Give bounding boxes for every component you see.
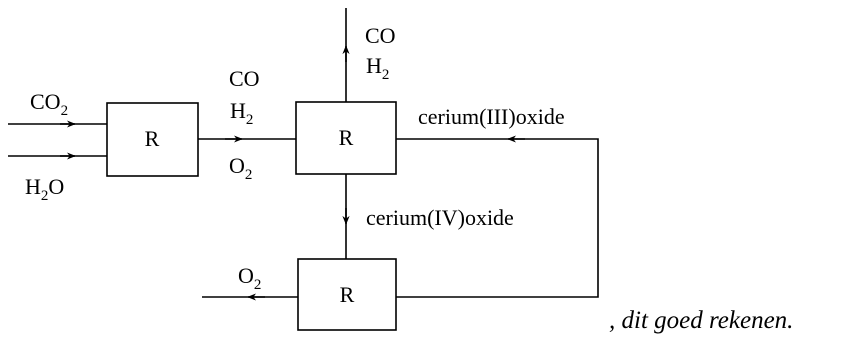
o2-out-label: O2: [238, 263, 261, 293]
cerium-recycle-loop: [396, 138, 599, 298]
h2o-label: H2O: [25, 174, 64, 204]
reactor-1-label: R: [145, 126, 160, 151]
cerium-iv-oxide-label: cerium(IV)oxide: [366, 205, 514, 230]
co-mid-label: CO: [229, 66, 260, 91]
reactor-1: [106, 102, 199, 177]
h2-mid-label: H2: [230, 98, 253, 128]
reactor-3-label: R: [340, 282, 355, 307]
h2-top-label: H2: [366, 53, 389, 83]
caption-text: , dit goed rekenen.: [609, 307, 793, 334]
co-top-label: CO: [365, 23, 396, 48]
cerium-iii-oxide-label: cerium(III)oxide: [418, 104, 565, 129]
reactor-2-label: R: [339, 125, 354, 150]
reactor-3: [297, 258, 397, 331]
o2-mid-label: O2: [229, 153, 252, 183]
co2-label: CO2: [30, 89, 68, 119]
reactor-2: [295, 101, 397, 175]
